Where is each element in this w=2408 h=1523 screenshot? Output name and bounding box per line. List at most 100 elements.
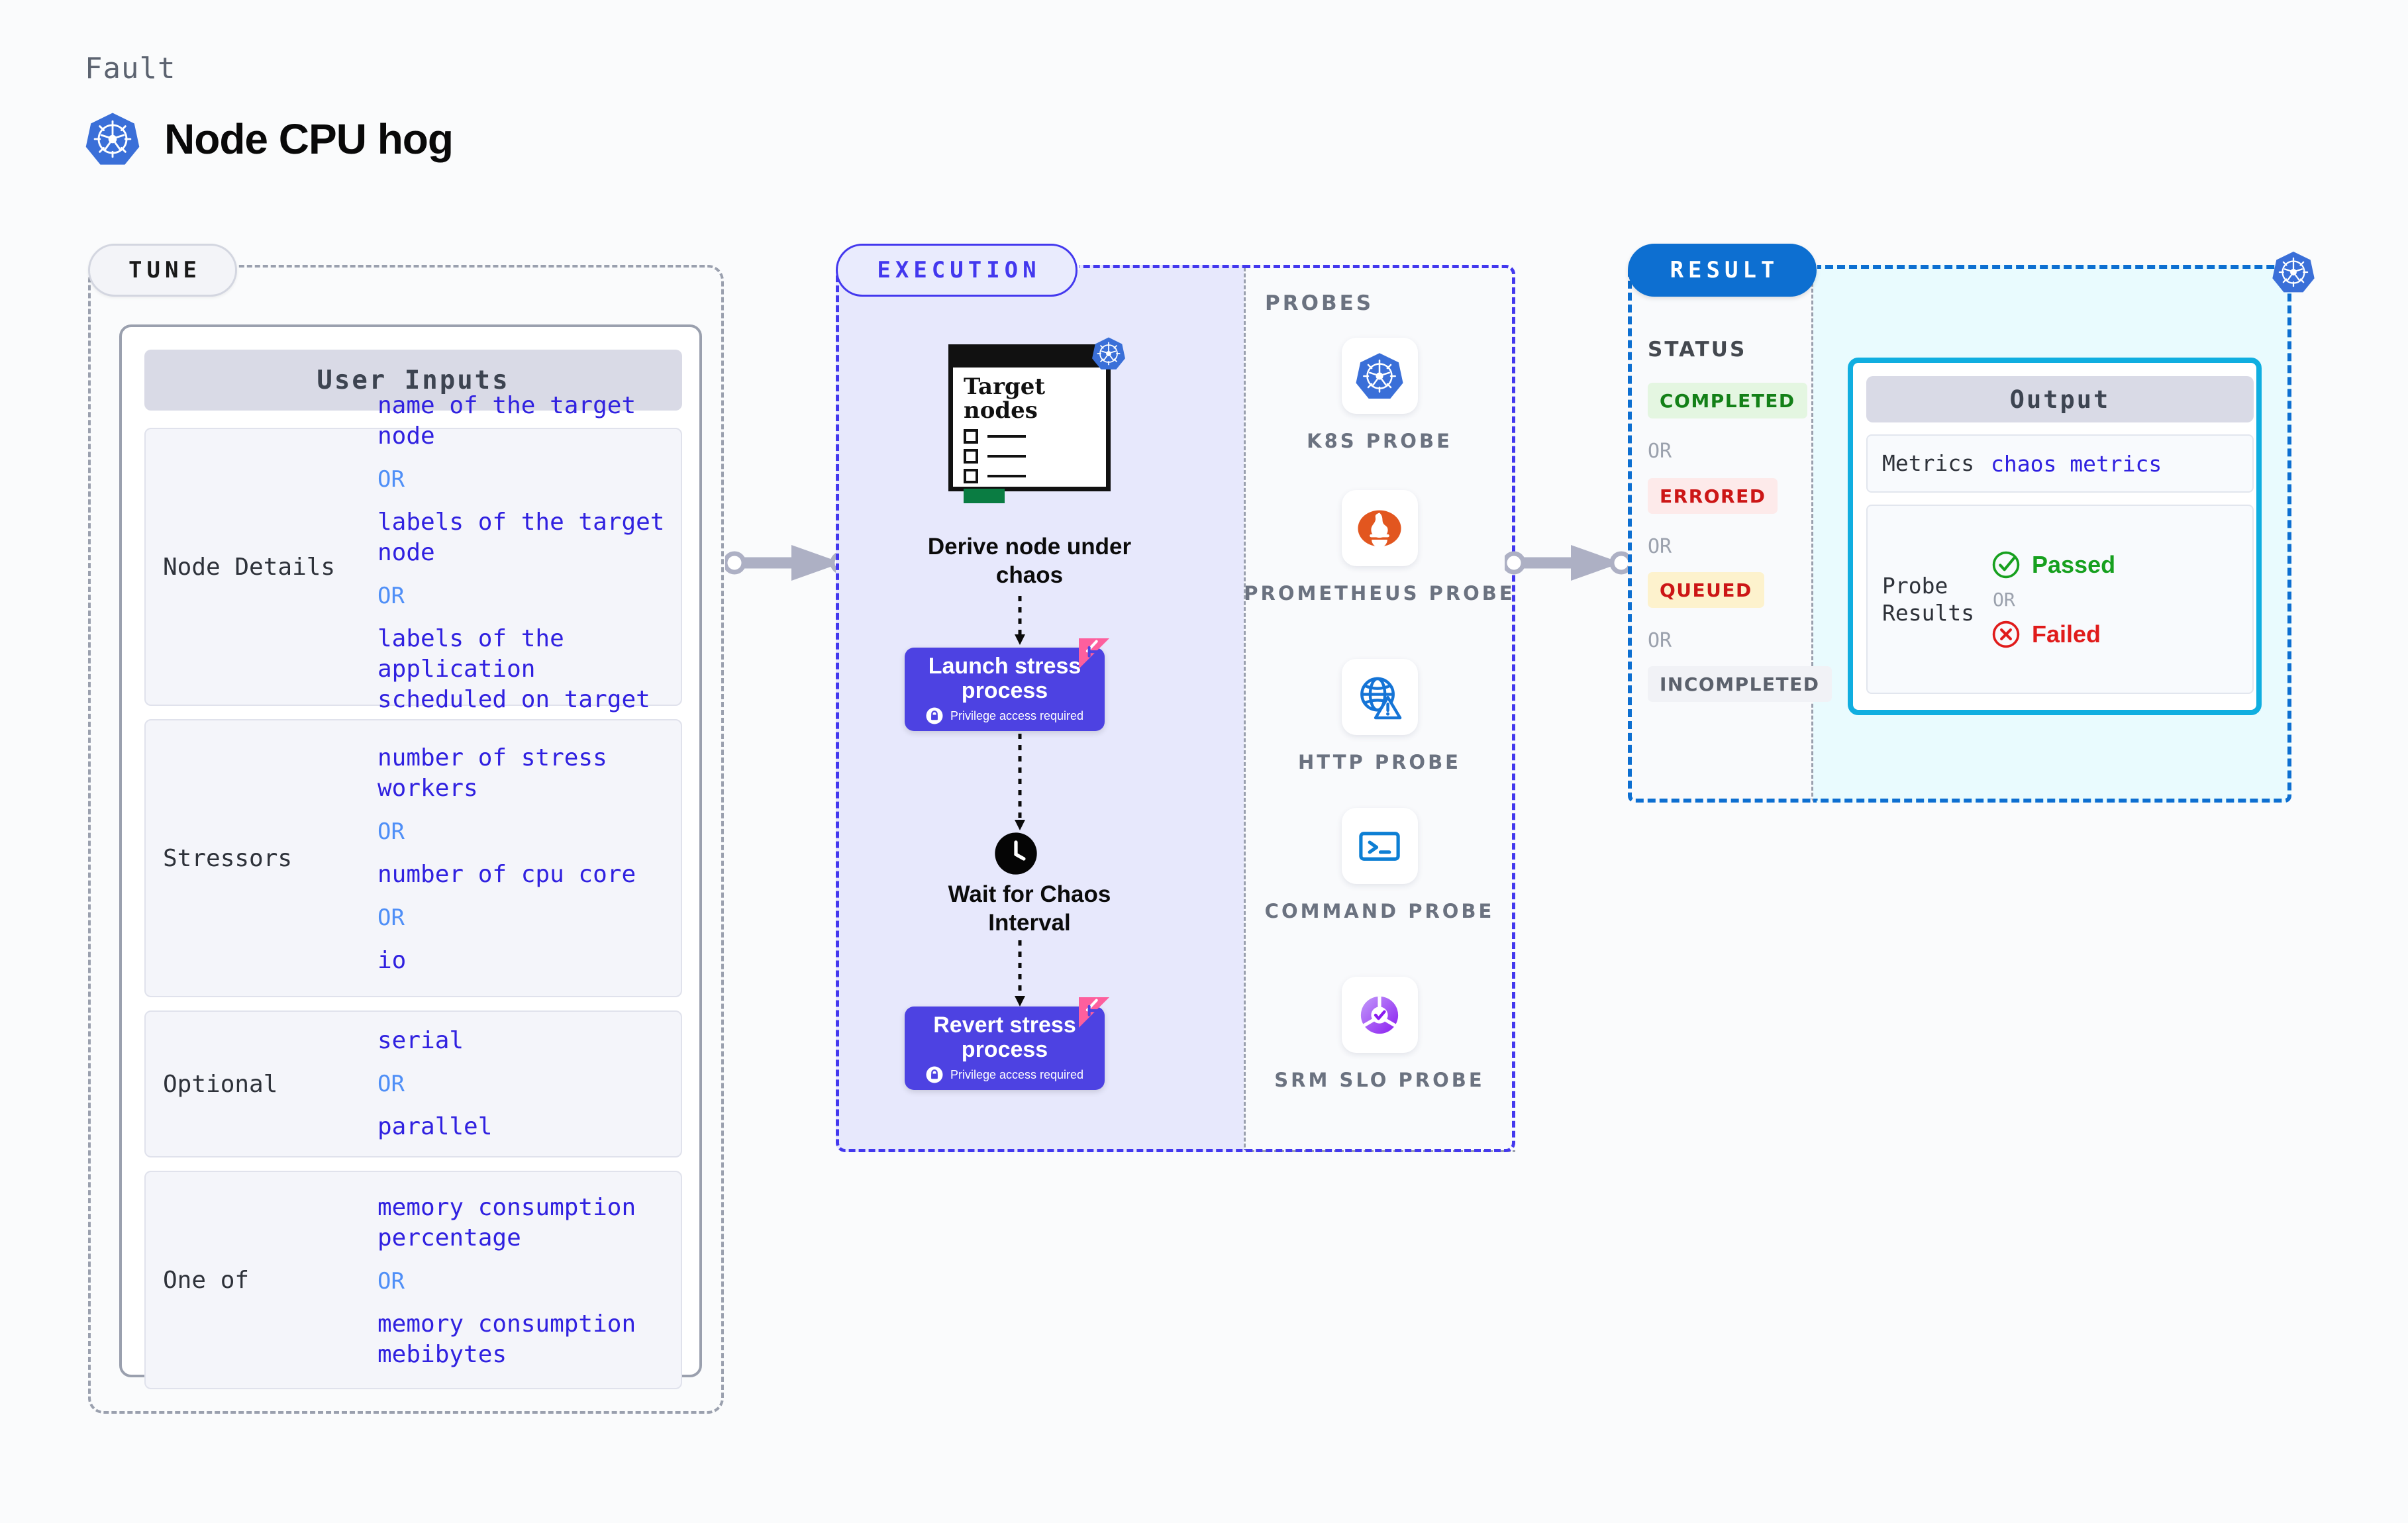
status-label: STATUS	[1648, 338, 1747, 362]
lock-icon	[926, 1066, 943, 1083]
target-nodes-card: Target nodes	[948, 344, 1111, 504]
value-text: labels of the target node	[377, 508, 665, 566]
output-row-probe-results: Probe Results Passed OR Failed	[1866, 505, 2254, 694]
litmus-icon	[1076, 638, 1113, 669]
execution-pill: EXECUTION	[836, 244, 1078, 297]
value-text: number of stress workers	[377, 744, 607, 802]
row-label: Stressors	[163, 844, 293, 872]
litmus-icon	[1076, 997, 1113, 1028]
checkbox-icon	[964, 449, 978, 464]
probe-label: PROMETHEUS PROBE	[1244, 582, 1515, 605]
checkbox-icon	[964, 469, 978, 484]
line-placeholder	[987, 455, 1026, 458]
status-badge-completed: COMPLETED	[1648, 383, 1807, 418]
status-text: ERRORED	[1660, 485, 1766, 507]
output-card: Output Metrics chaos metrics Probe Resul…	[1848, 358, 2262, 715]
tune-row-one-of: One of memory consumption percentage OR …	[144, 1171, 682, 1389]
tune-row-node-details: Node Details name of the target node OR …	[144, 392, 682, 744]
globe-warning-icon	[1355, 673, 1404, 722]
connector-execution-to-result	[1505, 545, 1633, 581]
probe-item-http[interactable]: HTTP PROBE	[1244, 659, 1515, 775]
value-text: number of cpu core	[377, 861, 636, 888]
connector-tune-to-execution	[725, 545, 854, 581]
step-title: Revert stress process	[933, 1012, 1076, 1062]
value-text: serial	[377, 1026, 464, 1054]
kubernetes-icon	[85, 111, 140, 167]
or-separator: OR	[377, 905, 405, 932]
status-text: INCOMPLETED	[1660, 673, 1820, 695]
probe-item-srm-slo[interactable]: SRM SLO PROBE	[1244, 977, 1515, 1093]
or-separator: OR	[1993, 588, 2015, 611]
probe-label: SRM SLO PROBE	[1274, 1069, 1485, 1091]
tune-row-optional: Optional serial OR parallel	[144, 1010, 682, 1157]
kubernetes-icon	[1091, 336, 1126, 371]
line-placeholder	[987, 435, 1026, 438]
step-caption-derive: Derive node under chaos	[927, 534, 1132, 588]
target-nodes-list	[953, 422, 1106, 484]
step-launch-stress-process[interactable]: Launch stress process Privilege access r…	[905, 648, 1105, 731]
step-subtitle-row: Privilege access required	[926, 1066, 1083, 1083]
line-placeholder	[987, 475, 1026, 478]
value-text: io	[377, 947, 407, 975]
probe-result-failed: Failed	[1991, 619, 2115, 650]
list-item	[964, 469, 1106, 484]
probe-item-command[interactable]: COMMAND PROBE	[1244, 808, 1515, 924]
or-separator: OR	[1648, 440, 1672, 463]
probe-result-values: Passed OR Failed	[1991, 550, 2115, 650]
slo-gauge-icon	[1355, 991, 1404, 1040]
probe-tile	[1341, 338, 1418, 414]
terminal-icon	[1355, 822, 1404, 871]
step-caption-wait: Wait for Chaos Interval	[948, 881, 1111, 936]
checkbox-icon	[964, 429, 978, 444]
target-nodes-title: Target nodes	[964, 373, 1046, 424]
row-label: Metrics	[1882, 450, 1975, 477]
flow-arrow	[1015, 734, 1025, 830]
status-text: COMPLETED	[1660, 389, 1795, 412]
list-item	[964, 429, 1106, 444]
row-values: memory consumption percentage OR memory …	[377, 1190, 681, 1370]
status-badge-errored: ERRORED	[1648, 478, 1778, 514]
step-revert-stress-process[interactable]: Revert stress process Privilege access r…	[905, 1007, 1105, 1090]
passed-label: Passed	[2032, 550, 2116, 578]
tune-row-stressors: Stressors number of stress workers OR nu…	[144, 719, 682, 997]
or-separator: OR	[1648, 535, 1672, 558]
user-inputs-card: User Inputs Node Details name of the tar…	[119, 324, 702, 1389]
probe-item-prometheus[interactable]: PROMETHEUS PROBE	[1244, 490, 1515, 607]
probe-tile	[1341, 808, 1418, 884]
row-values: serial OR parallel	[377, 1026, 681, 1142]
page-title: Node CPU hog	[164, 115, 454, 163]
step-subtitle: Privilege access required	[950, 709, 1084, 722]
user-inputs-title: User Inputs	[144, 350, 682, 411]
failed-label: Failed	[2032, 620, 2101, 648]
probe-label: HTTP PROBE	[1297, 751, 1461, 773]
probe-tile	[1341, 659, 1418, 735]
or-separator: OR	[377, 818, 405, 845]
list-item	[964, 449, 1106, 464]
probe-item-k8s[interactable]: K8S PROBE	[1244, 338, 1515, 454]
or-separator: OR	[377, 466, 405, 493]
step-subtitle-row: Privilege access required	[926, 707, 1083, 724]
metrics-value: chaos metrics	[1991, 450, 2162, 477]
result-pill: RESULT	[1628, 244, 1817, 297]
row-label: Probe Results	[1882, 572, 1975, 626]
output-title: Output	[1866, 376, 2254, 422]
probe-tile	[1341, 490, 1418, 566]
step-subtitle: Privilege access required	[950, 1067, 1084, 1081]
result-status-panel	[1628, 265, 1813, 803]
kubernetes-icon	[1355, 352, 1404, 401]
status-badge-incompleted: INCOMPLETED	[1648, 666, 1832, 702]
tune-pill: TUNE	[88, 244, 237, 297]
row-values: number of stress workers OR number of cp…	[377, 740, 681, 976]
check-circle-icon	[1991, 550, 2021, 580]
status-badge-queued: QUEUED	[1648, 572, 1764, 608]
probe-label: COMMAND PROBE	[1264, 900, 1495, 922]
card-titlebar	[953, 349, 1106, 368]
value-text: memory consumption percentage	[377, 1193, 636, 1252]
flow-arrow	[1015, 596, 1025, 645]
or-separator: OR	[377, 1268, 405, 1295]
flow-arrow	[1015, 940, 1025, 1007]
cross-circle-icon	[1991, 619, 2021, 650]
status-text: QUEUED	[1660, 579, 1752, 601]
probe-tile	[1341, 977, 1418, 1053]
